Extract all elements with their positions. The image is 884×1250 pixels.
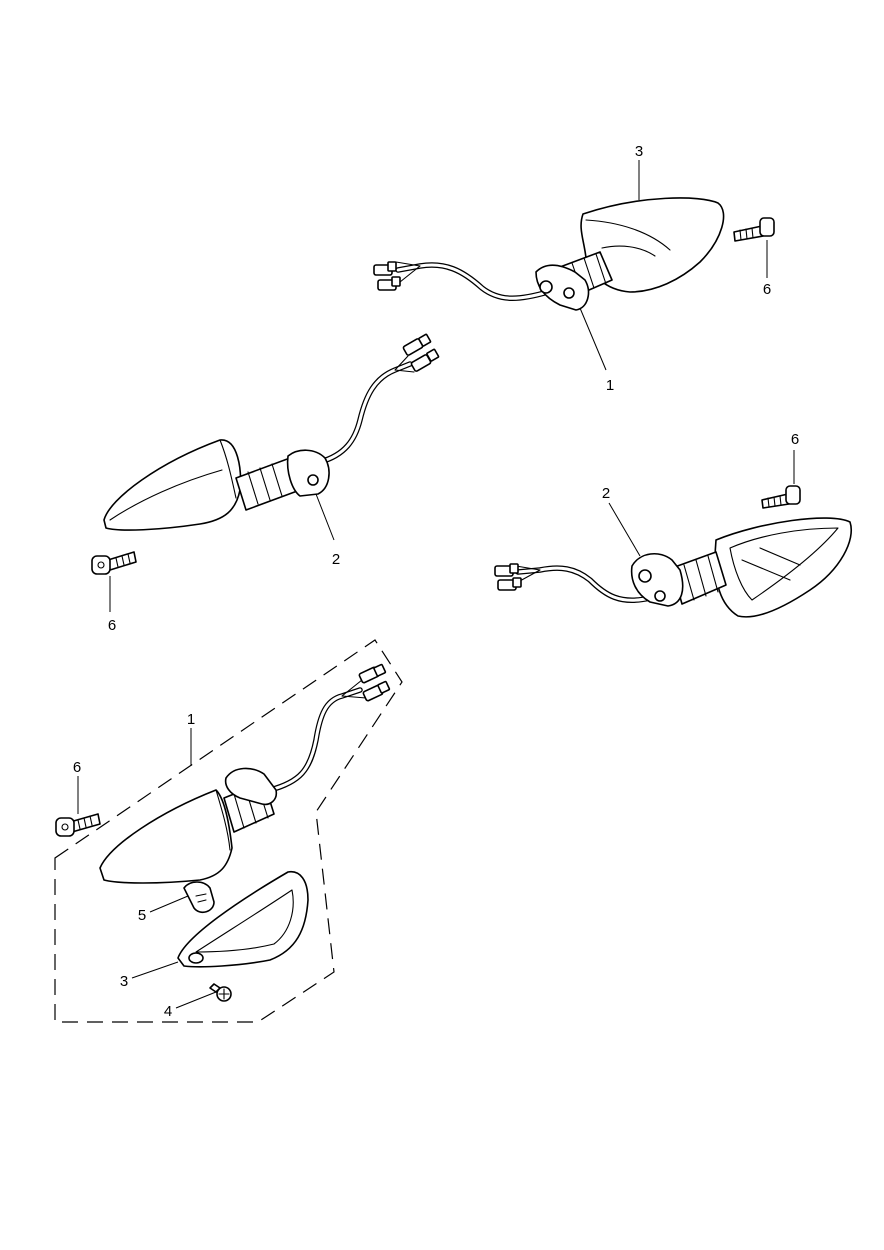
callout-c-6: 6	[791, 431, 799, 448]
indicator-assembly-right: 6 2	[494, 431, 852, 618]
mount-bracket-left	[286, 449, 330, 497]
leader-b-2	[315, 493, 335, 541]
callout-d-4: 4	[164, 1003, 172, 1020]
wire-harness-left	[317, 333, 440, 465]
callout-d-5: 5	[138, 907, 146, 924]
callout-d-3: 3	[120, 973, 128, 990]
wire-harness-top	[373, 261, 551, 301]
leader-a-1	[579, 307, 607, 371]
lens-kit	[177, 871, 309, 968]
mount-bracket-top	[535, 264, 590, 311]
indicator-body-right	[714, 517, 852, 618]
callout-a-3: 3	[635, 143, 643, 160]
callout-a-6: 6	[763, 281, 771, 298]
bulb-kit	[183, 881, 215, 914]
bolt-top-right	[733, 217, 775, 242]
leader-d-5	[149, 895, 189, 913]
indicator-assembly-top: 3 6 1	[373, 143, 775, 394]
bolt-left	[91, 551, 137, 575]
wire-harness-right	[494, 563, 653, 604]
leader-d-4	[175, 991, 217, 1009]
screw-kit	[209, 983, 232, 1002]
indicator-kit: 1 6 5 3 4	[54, 639, 403, 1023]
mount-bracket-kit	[224, 767, 278, 806]
bolt-right	[761, 485, 801, 509]
callout-b-2: 2	[332, 551, 340, 568]
callout-b-6: 6	[108, 617, 116, 634]
callout-d-6: 6	[73, 759, 81, 776]
indicator-body-kit	[99, 789, 233, 884]
callout-c-2: 2	[602, 485, 610, 502]
callout-d-1: 1	[187, 711, 195, 728]
indicator-body-top	[580, 197, 725, 293]
indicator-body-left	[103, 439, 242, 531]
indicator-assembly-left: 2 6	[91, 333, 440, 634]
wire-harness-kit	[267, 663, 391, 793]
mount-bracket-right	[630, 553, 684, 607]
bolt-kit	[55, 813, 101, 837]
leader-d-3	[131, 961, 179, 979]
leader-c-2	[608, 502, 641, 557]
kit-boundary-dashed	[54, 639, 403, 1023]
callout-a-1: 1	[606, 377, 614, 394]
